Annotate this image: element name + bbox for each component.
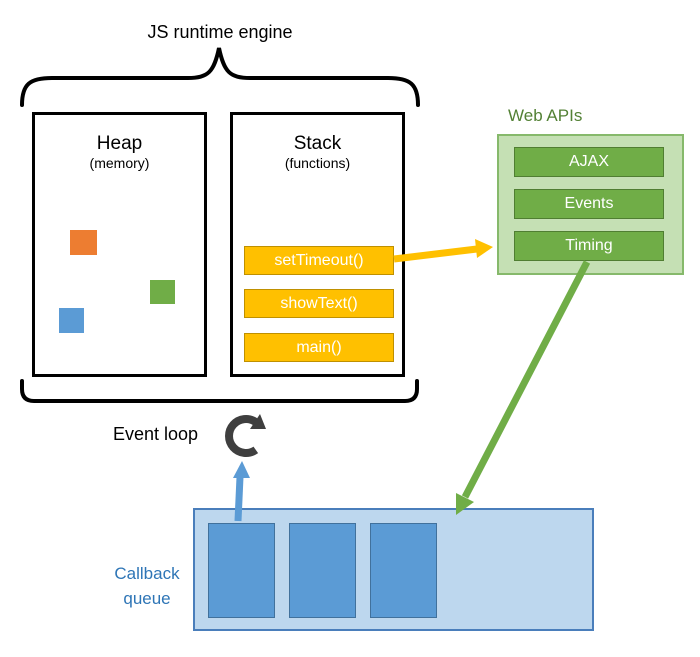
settimeout-arrow-shaft — [393, 245, 478, 263]
web-api-item-ajax: AJAX — [514, 147, 664, 177]
web-api-item-timing: Timing — [514, 231, 664, 261]
queue-arrow-head — [233, 461, 250, 478]
stack-box: Stack (functions) — [230, 112, 405, 377]
heap-object-green — [150, 280, 175, 304]
event-loop-label: Event loop — [113, 424, 199, 444]
webapis-arrow-shaft — [461, 260, 591, 499]
webapis-to-queue-arrow — [456, 260, 591, 515]
callback-queue-label: Callback queue — [102, 562, 192, 611]
stack-title: Stack — [293, 133, 342, 154]
heap-object-orange — [70, 230, 97, 255]
web-apis-box: AJAX Events Timing — [497, 134, 684, 275]
callback-item-3 — [370, 523, 437, 618]
callback-item-2 — [289, 523, 356, 618]
stack-frame-main: main() — [244, 333, 394, 362]
callback-queue-label-line2: queue — [123, 588, 171, 608]
callback-queue-box — [193, 508, 594, 631]
runtime-engine-brace — [20, 47, 420, 107]
settimeout-to-webapis-arrow — [393, 239, 493, 263]
stack-frame-settimeout: setTimeout() — [244, 246, 394, 275]
event-loop-icon-arrowhead — [250, 414, 266, 429]
event-loop-cycle-icon — [225, 414, 266, 457]
web-api-item-events: Events — [514, 189, 664, 219]
stack-frame-showtext: showText() — [244, 289, 394, 318]
settimeout-arrow-head — [475, 239, 493, 258]
event-loop-icon-arc — [225, 415, 259, 457]
heap-subtitle: (memory) — [89, 155, 150, 171]
heap-box: Heap (memory) — [32, 112, 207, 377]
web-apis-title: Web APIs — [508, 106, 583, 125]
heap-title: Heap — [96, 133, 143, 154]
heap-object-blue — [59, 308, 84, 333]
callback-queue-label-line1: Callback — [114, 564, 180, 583]
diagram-title: JS runtime engine — [147, 22, 293, 42]
callback-item-1 — [208, 523, 275, 618]
runtime-engine-bracket — [20, 379, 419, 403]
stack-subtitle: (functions) — [284, 155, 351, 171]
